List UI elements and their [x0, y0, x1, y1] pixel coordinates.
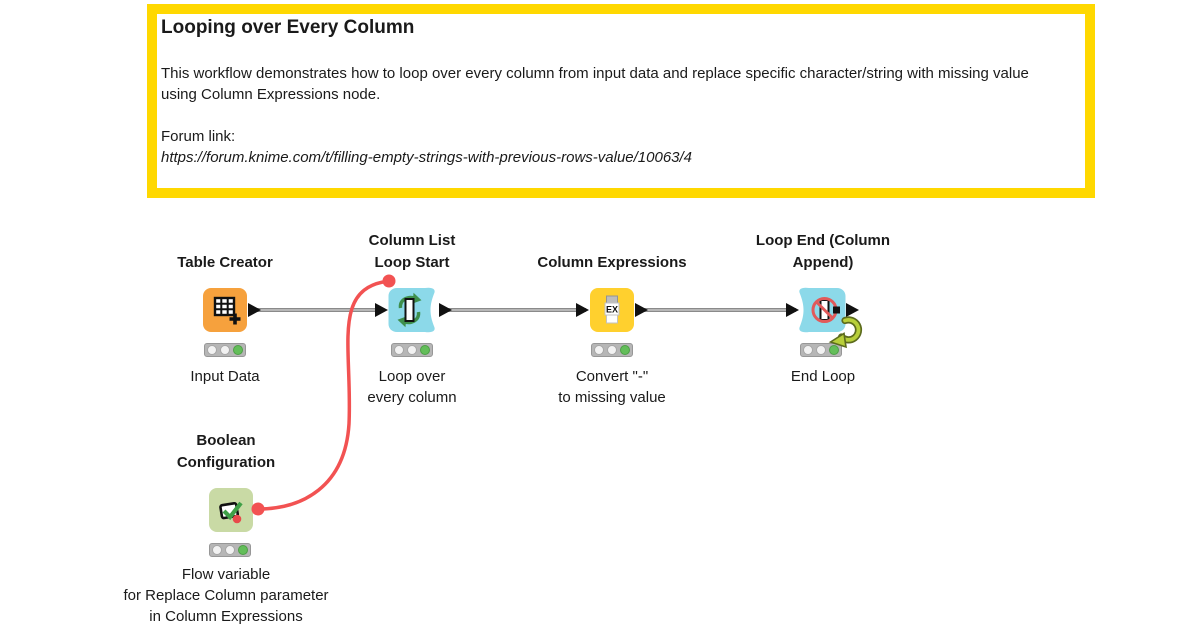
node-desc-column-expressions: Convert "-" to missing value — [558, 368, 666, 406]
status-bulb-red — [207, 345, 217, 355]
node-desc-boolean-configuration: Flow variable for Replace Column paramet… — [123, 566, 329, 625]
annotation-body: This workflow demonstrates how to loop o… — [161, 65, 1029, 103]
flow-variable-input-port[interactable] — [382, 274, 396, 288]
status-bulb-green — [238, 545, 248, 555]
status-bulb-green — [420, 345, 430, 355]
connection-loop-start-to-column-expressions[interactable] — [439, 303, 589, 317]
output-port[interactable] — [635, 303, 648, 317]
node-name-loop-end: Loop End (Column Append) — [755, 232, 891, 271]
status-bulb-yellow — [407, 345, 417, 355]
node-desc-table-creator: Input Data — [190, 368, 260, 385]
annotation-forum: Forum link: https://forum.knime.com/t/fi… — [161, 126, 1071, 168]
status-bulb-red — [803, 345, 813, 355]
column-expressions-icon: EX — [604, 295, 620, 324]
output-port[interactable] — [248, 303, 261, 317]
workflow-annotation[interactable]: Looping over Every Column This workflow … — [147, 4, 1095, 198]
input-port[interactable] — [576, 303, 589, 317]
connection-table-creator-to-loop-start[interactable] — [248, 303, 388, 317]
node-column-list-loop-start[interactable] — [387, 287, 439, 333]
connection-column-expressions-to-loop-end[interactable] — [635, 303, 799, 317]
node-column-expressions[interactable]: EX — [589, 287, 635, 333]
loop-start-icon — [397, 292, 422, 328]
boolean-configuration-icon — [219, 501, 243, 524]
expressions-icon-label: EX — [606, 305, 618, 315]
node-desc-loop-end: End Loop — [790, 368, 856, 385]
status-bulb-green — [233, 345, 243, 355]
status-bulb-red — [394, 345, 404, 355]
annotation-forum-url[interactable]: https://forum.knime.com/t/filling-empty-… — [161, 149, 693, 166]
output-port[interactable] — [439, 303, 452, 317]
loop-end-output-port[interactable] — [846, 303, 859, 317]
loop-end-icon — [811, 297, 840, 323]
node-loop-end[interactable] — [795, 287, 847, 333]
annotation-title: Looping over Every Column — [161, 17, 415, 38]
node-table-creator[interactable] — [202, 287, 248, 333]
status-bulb-yellow — [607, 345, 617, 355]
node-status-traffic-light — [204, 343, 246, 357]
node-status-traffic-light — [591, 343, 633, 357]
status-bulb-red — [212, 545, 222, 555]
node-status-traffic-light — [209, 543, 251, 557]
table-create-icon — [213, 296, 241, 325]
status-bulb-yellow — [816, 345, 826, 355]
node-boolean-configuration[interactable] — [208, 487, 254, 533]
annotation-forum-label: Forum link: — [161, 128, 236, 145]
status-bulb-yellow — [220, 345, 230, 355]
node-status-traffic-light — [800, 343, 842, 357]
node-name-column-list-loop-start: Column List Loop Start — [368, 232, 456, 271]
node-status-traffic-light — [391, 343, 433, 357]
node-name-boolean-configuration: Boolean Configuration — [176, 432, 276, 471]
status-bulb-red — [594, 345, 604, 355]
status-bulb-green — [829, 345, 839, 355]
status-bulb-green — [620, 345, 630, 355]
status-bulb-yellow — [225, 545, 235, 555]
node-name-column-expressions: Column Expressions — [537, 254, 687, 271]
node-name-table-creator: Table Creator — [177, 254, 273, 271]
